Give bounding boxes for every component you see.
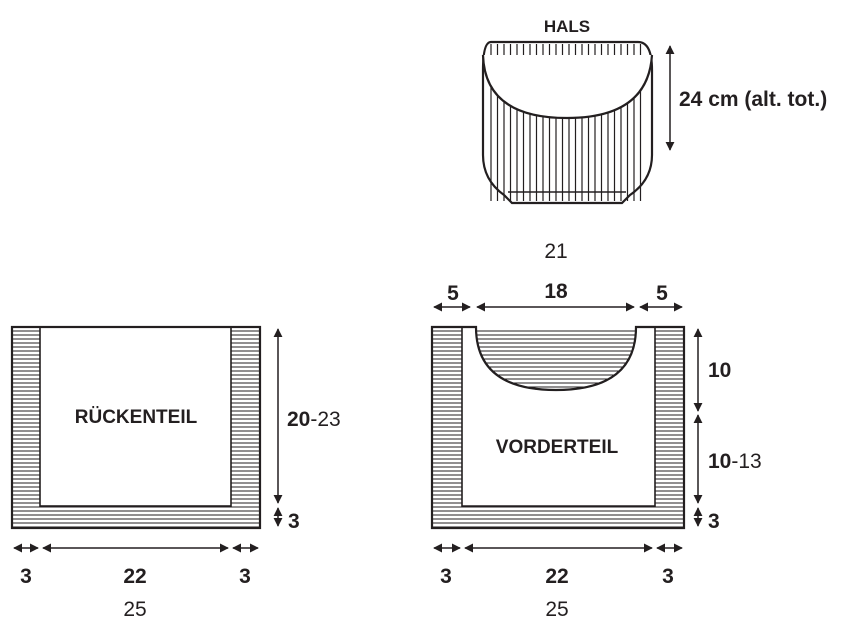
back-side-left-label: 3 (20, 565, 32, 588)
back-side-right-label: 3 (239, 565, 251, 588)
front-outline (430, 325, 686, 530)
back-piece (10, 325, 262, 530)
front-title: VORDERTEIL (496, 437, 619, 458)
back-outline (10, 325, 262, 530)
hals-fold-curve (481, 54, 654, 120)
hals-height-label: 24 cm (alt. tot.) (679, 88, 827, 111)
front-shoulder-right-label: 5 (656, 282, 668, 305)
front-height-bold: 10 (708, 450, 731, 473)
front-side-left-label: 3 (440, 565, 452, 588)
front-width-bold: 22 (545, 565, 568, 588)
back-rib-height: 3 (288, 510, 300, 533)
back-width-total: 25 (123, 598, 146, 621)
front-shoulder-left-label: 5 (447, 282, 459, 305)
front-neck-depth-label: 10 (708, 359, 731, 382)
hals-piece (481, 40, 654, 205)
front-height-rest: -13 (731, 450, 761, 473)
front-neck-width-label: 18 (544, 280, 568, 303)
svg-text:10-13: 10-13 (708, 450, 762, 473)
front-side-right-label: 3 (662, 565, 674, 588)
svg-text:20-23: 20-23 (287, 408, 341, 431)
front-top-total: 21 (544, 240, 567, 263)
back-height-rest: -23 (310, 408, 340, 431)
front-width-total: 25 (545, 598, 568, 621)
back-title: RÜCKENTEIL (75, 407, 198, 428)
back-width-bold: 22 (123, 565, 146, 588)
back-height-bold: 20 (287, 408, 310, 431)
front-piece (430, 325, 686, 530)
front-rib-height: 3 (708, 510, 720, 533)
hals-title: HALS (544, 17, 590, 36)
